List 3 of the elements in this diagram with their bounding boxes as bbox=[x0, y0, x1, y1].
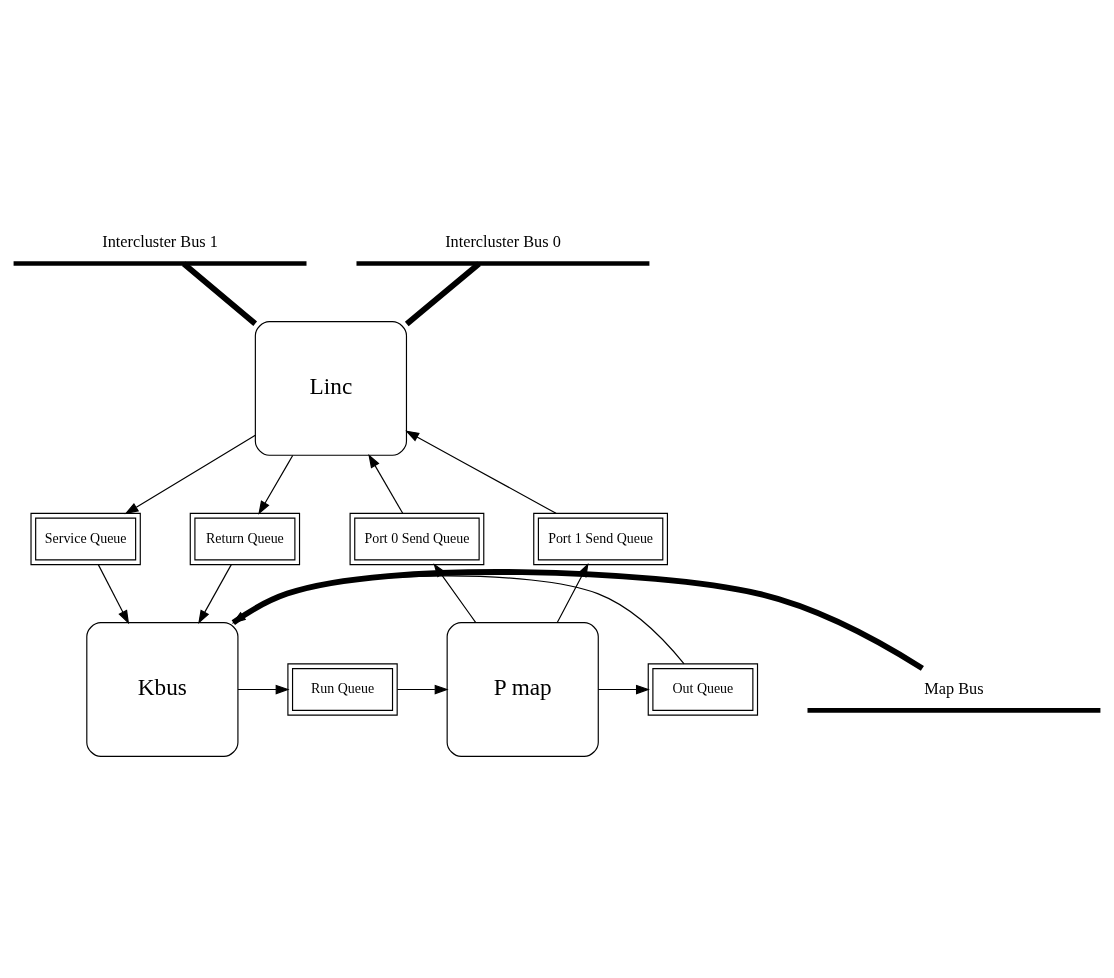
node-text: Intercluster Bus 1 bbox=[102, 232, 218, 251]
node-text: Map Bus bbox=[924, 679, 984, 698]
node-text: Intercluster Bus 0 bbox=[445, 232, 561, 251]
